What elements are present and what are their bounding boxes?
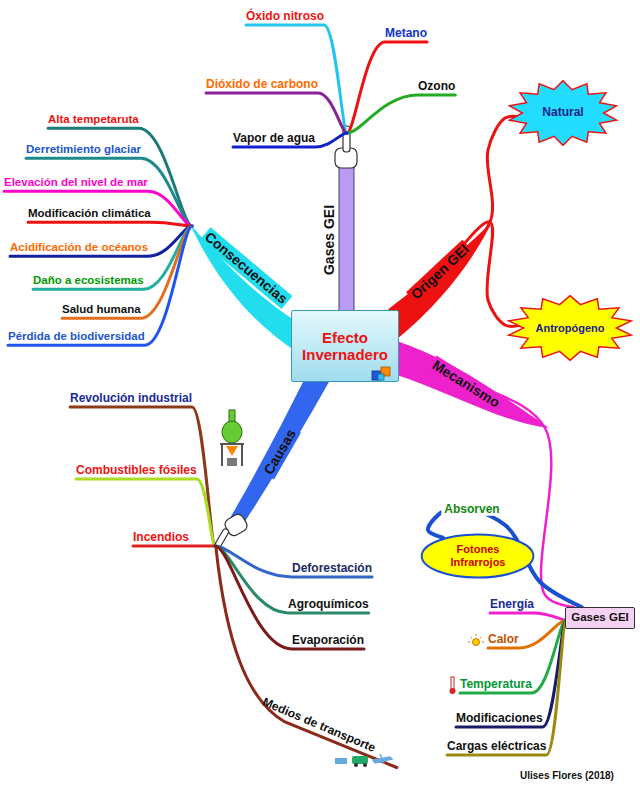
causes-branch — [230, 380, 330, 526]
node-text: Natural — [542, 106, 583, 120]
leaf-line — [76, 479, 215, 546]
consequences-branch — [190, 224, 297, 352]
sun-icon — [468, 634, 484, 646]
cause-label: Medios de transporte — [260, 695, 377, 756]
edge-label: Absorven — [441, 502, 502, 516]
branch-connector — [428, 507, 582, 607]
credit-label: Ulises Flores (2018) — [520, 770, 614, 782]
mechanism-label: Calor — [488, 632, 519, 646]
leaf-line — [133, 544, 215, 547]
vehicle-icons — [335, 754, 392, 767]
node-text: Efecto Invernadero — [297, 329, 393, 364]
node-text: Antropógeno — [535, 322, 604, 335]
consequence-label: Pérdida de biodiversidad — [8, 330, 145, 344]
mechanism-label: Energía — [490, 597, 534, 611]
mechanism-box: Gases GEI — [565, 607, 635, 629]
starburst-node: Natural — [507, 80, 619, 146]
starburst-node: Antropógeno — [506, 295, 634, 361]
consequence-label: Alta tempetaruta — [48, 113, 139, 127]
mechanism-label: Cargas eléctricas — [447, 739, 546, 753]
leaf-line — [490, 613, 566, 620]
node-text: Gases GEI — [571, 611, 629, 624]
leaf-line — [488, 620, 566, 648]
leaf-line — [456, 620, 566, 727]
branch-label: Mecanismo — [428, 356, 505, 413]
leaf-line — [347, 95, 455, 133]
leaf-line — [460, 620, 566, 693]
consequence-label: Derretimiento glaciar — [26, 143, 141, 157]
starburst-shape — [509, 81, 616, 146]
leaf-line — [10, 226, 192, 256]
node-text: Fotones Infrarrojos — [438, 543, 518, 568]
cause-label: Agroquímicos — [288, 597, 369, 611]
consequence-label: Daño a ecosistemas — [33, 274, 144, 288]
leaf-line — [447, 620, 566, 755]
leaf-line — [215, 546, 369, 613]
branch-connector — [390, 222, 519, 327]
cause-label: Evaporación — [292, 633, 364, 647]
mechanism-label: Modificaciones — [456, 711, 543, 725]
gases-branch — [339, 162, 354, 312]
thermometer-icon — [450, 677, 456, 694]
branch-label: Causas — [259, 424, 300, 479]
gas-label: Metano — [385, 26, 427, 40]
branch-label: Origen GEI — [406, 240, 474, 305]
consequence-label: Modificación climática — [28, 207, 151, 221]
mechanism-label: Temperatura — [460, 677, 532, 691]
ellipse-shape — [422, 534, 534, 577]
cause-label: Deforestación — [292, 561, 372, 575]
gas-label: Óxido nitroso — [246, 9, 324, 23]
consequence-label: Elevación del nivel de mar — [4, 176, 148, 190]
leaf-line — [347, 42, 427, 133]
ellipse-node: Fotones Infrarrojos — [420, 533, 535, 579]
leaf-line — [4, 191, 192, 226]
branch-connector — [390, 116, 519, 310]
leaf-line — [8, 226, 192, 345]
gas-label: Vapor de agua — [233, 131, 315, 145]
branch-label: Consecuencias — [200, 227, 293, 308]
leaf-lines — [4, 25, 566, 755]
mechanism-branch — [394, 340, 549, 428]
consequence-label: Acidificación de océanos — [10, 241, 148, 255]
gas-label: Ozono — [418, 79, 455, 93]
leaf-line — [70, 407, 215, 546]
cube-icon — [371, 364, 393, 382]
leaf-line — [28, 222, 192, 226]
branch-label: Gases GEI — [321, 205, 338, 275]
leaf-line — [62, 226, 192, 318]
leaf-line — [206, 93, 347, 133]
cause-label: Combustibles fósiles — [76, 463, 197, 477]
starburst-shape — [509, 296, 631, 361]
flask-icon — [220, 410, 244, 466]
cause-label: Revolución industrial — [70, 391, 192, 405]
consequence-label: Salud humana — [62, 303, 141, 317]
gas-label: Dióxido de carbono — [206, 77, 318, 91]
cause-label: Incendios — [133, 530, 189, 544]
